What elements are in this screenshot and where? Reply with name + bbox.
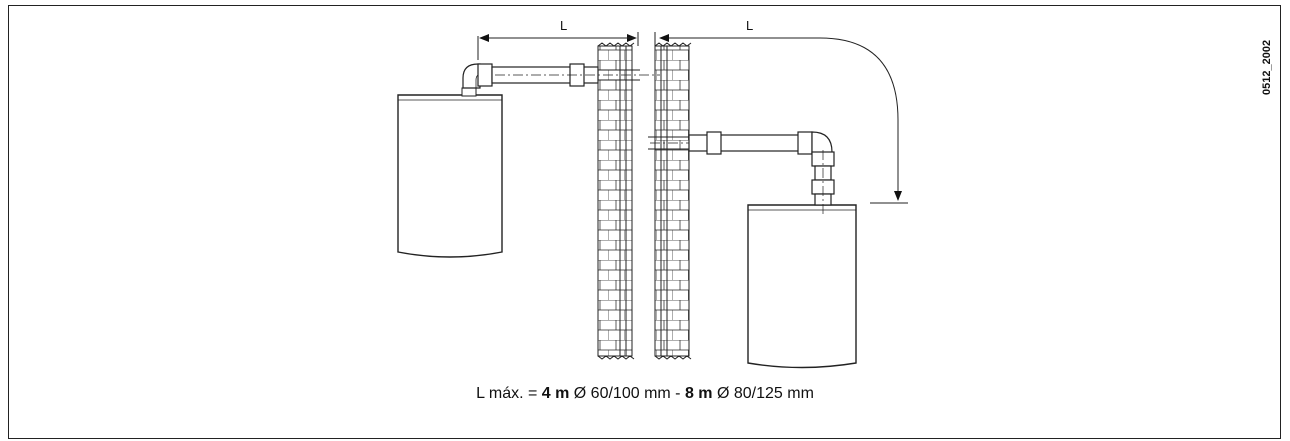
flue-pipe-left [462,63,660,89]
caption-value-2: 8 m [684,385,713,402]
wall-left [597,42,635,360]
figure-frame [8,5,1281,439]
dimension-left [477,32,639,60]
caption-spec-1: Ø 60/100 mm - [569,385,685,402]
dimension-right [654,32,908,204]
boiler-left [397,87,503,258]
flue-pipe-right [648,131,835,215]
caption-prefix: L máx. = [476,385,542,402]
wall-right [654,42,692,360]
boiler-right [747,204,857,369]
caption-value-1: 4 m [541,385,570,402]
dimension-label-left: L [560,18,567,33]
caption-spec-2: Ø 80/125 mm [712,385,814,402]
dimension-label-right: L [746,18,753,33]
length-caption: L máx. = 4 m Ø 60/100 mm - 8 m Ø 80/125 … [0,385,1290,403]
figure-code: 0512_2002 [1261,40,1273,95]
